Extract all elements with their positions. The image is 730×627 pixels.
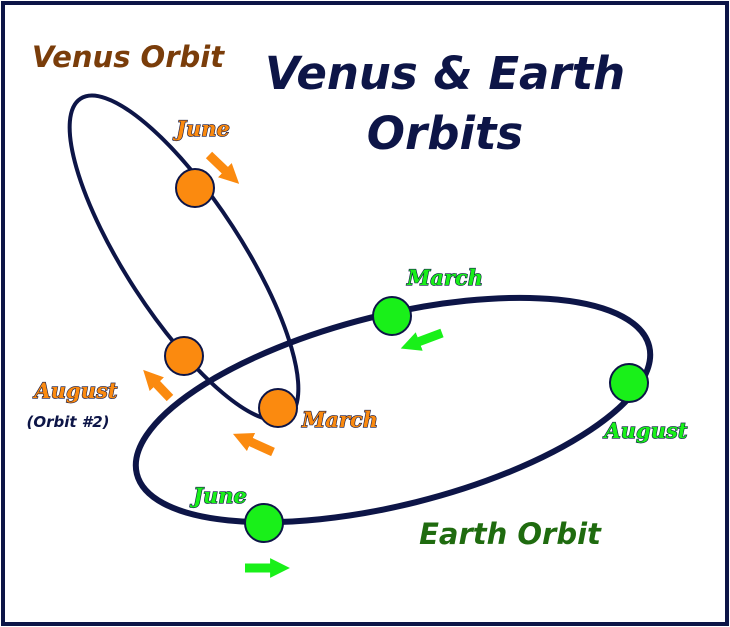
title-line-2: Orbits [367,107,523,160]
earth-august-planet [609,363,649,403]
venus-march-planet [258,388,298,428]
earth-august-label: August [602,418,687,443]
earth-direction-arrow-icon [400,328,444,351]
venus-august-note: (Orbit #2) [26,413,109,431]
earth-june-label: June [189,483,247,508]
earth-orbit-label: Earth Orbit [419,517,602,551]
earth-march-label: March [406,265,483,290]
venus-march-label: March [301,407,378,432]
earth-june-planet [244,503,284,543]
venus-june-label: June [172,116,230,141]
earth-orbit-path [132,294,654,526]
venus-orbit-label: Venus Orbit [32,40,225,74]
venus-direction-arrow-icon [232,433,275,457]
venus-august-label: August [32,378,117,403]
venus-direction-arrow-icon [205,151,240,184]
venus-august-planet [164,336,204,376]
venus-direction-arrow-icon [143,369,174,402]
earth-march-planet [372,296,412,336]
venus-june-planet [175,168,215,208]
title-line-1: Venus & Earth [265,47,625,100]
